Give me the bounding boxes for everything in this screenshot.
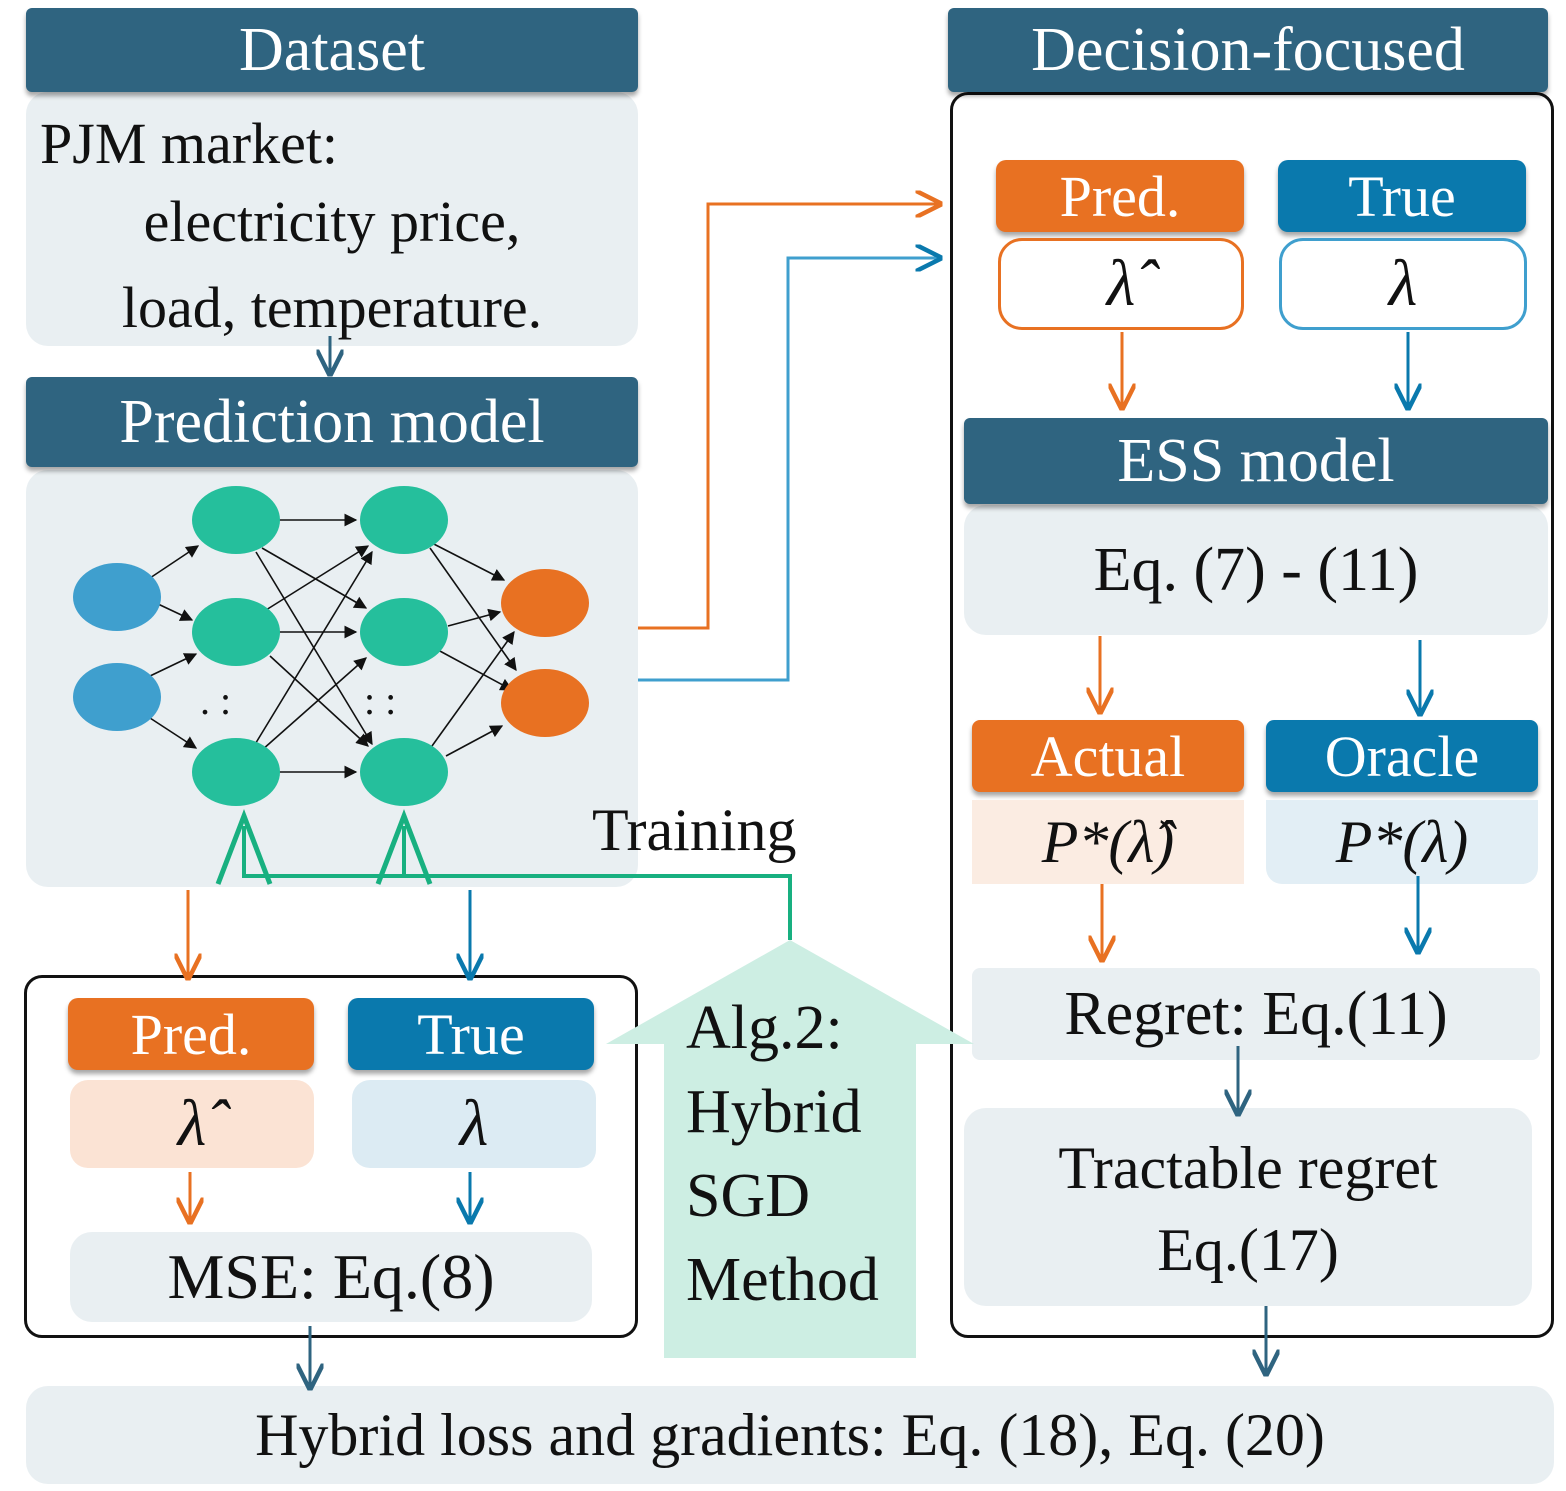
ess-model-header: ESS model	[964, 418, 1548, 504]
actual-tag: Actual	[972, 720, 1244, 792]
df-pred-value: λ̂	[998, 238, 1244, 330]
dataset-header: Dataset	[26, 8, 638, 92]
df-true-value: λ	[1279, 238, 1527, 330]
mse-panel	[70, 1232, 592, 1322]
mse-true-tag: True	[348, 998, 594, 1070]
mse-true-value: λ	[352, 1080, 596, 1168]
ess-equation: Eq. (7) - (11)	[1093, 535, 1419, 604]
oracle-tag: Oracle	[1266, 720, 1538, 792]
df-true-tag: True	[1278, 160, 1526, 232]
tractable-regret-panel	[964, 1108, 1532, 1306]
mse-pred-value: λ̂	[70, 1080, 314, 1168]
dataset-line-2: electricity price,	[143, 188, 521, 254]
prediction-model-header: Prediction model	[26, 377, 638, 467]
actual-value: P*(λ̂)	[972, 800, 1244, 884]
tractable-regret-line-2: Eq.(17)	[1157, 1216, 1339, 1283]
oracle-value: P*(λ)	[1266, 800, 1538, 884]
hybrid-loss-panel	[26, 1386, 1554, 1484]
ess-eq-panel	[964, 505, 1548, 635]
df-pred-tag: Pred.	[996, 160, 1244, 232]
decision-focused-header: Decision-focused	[948, 8, 1548, 92]
dataset-line-3: load, temperature.	[121, 274, 543, 340]
training-label: Training	[592, 796, 797, 863]
hybrid-loss-label: Hybrid loss and gradients: Eq. (18), Eq.…	[255, 1401, 1325, 1468]
mse-pred-tag: Pred.	[68, 998, 314, 1070]
decision-focused-frame	[950, 92, 1554, 1338]
regret-label: Regret: Eq.(11)	[1064, 979, 1448, 1048]
dataset-line-1: PJM market:	[40, 110, 339, 176]
algorithm-line-4: Method	[686, 1245, 879, 1314]
dataset-panel	[26, 92, 638, 346]
regret-panel	[972, 968, 1540, 1060]
algorithm-line-1: Alg.2:	[686, 993, 843, 1062]
algorithm-line-2: Hybrid	[686, 1077, 862, 1146]
tractable-regret-line-1: Tractable regret	[1058, 1134, 1438, 1201]
mse-label: MSE: Eq.(8)	[167, 1241, 495, 1312]
algorithm-line-3: SGD	[686, 1161, 811, 1230]
mse-frame	[24, 975, 638, 1338]
